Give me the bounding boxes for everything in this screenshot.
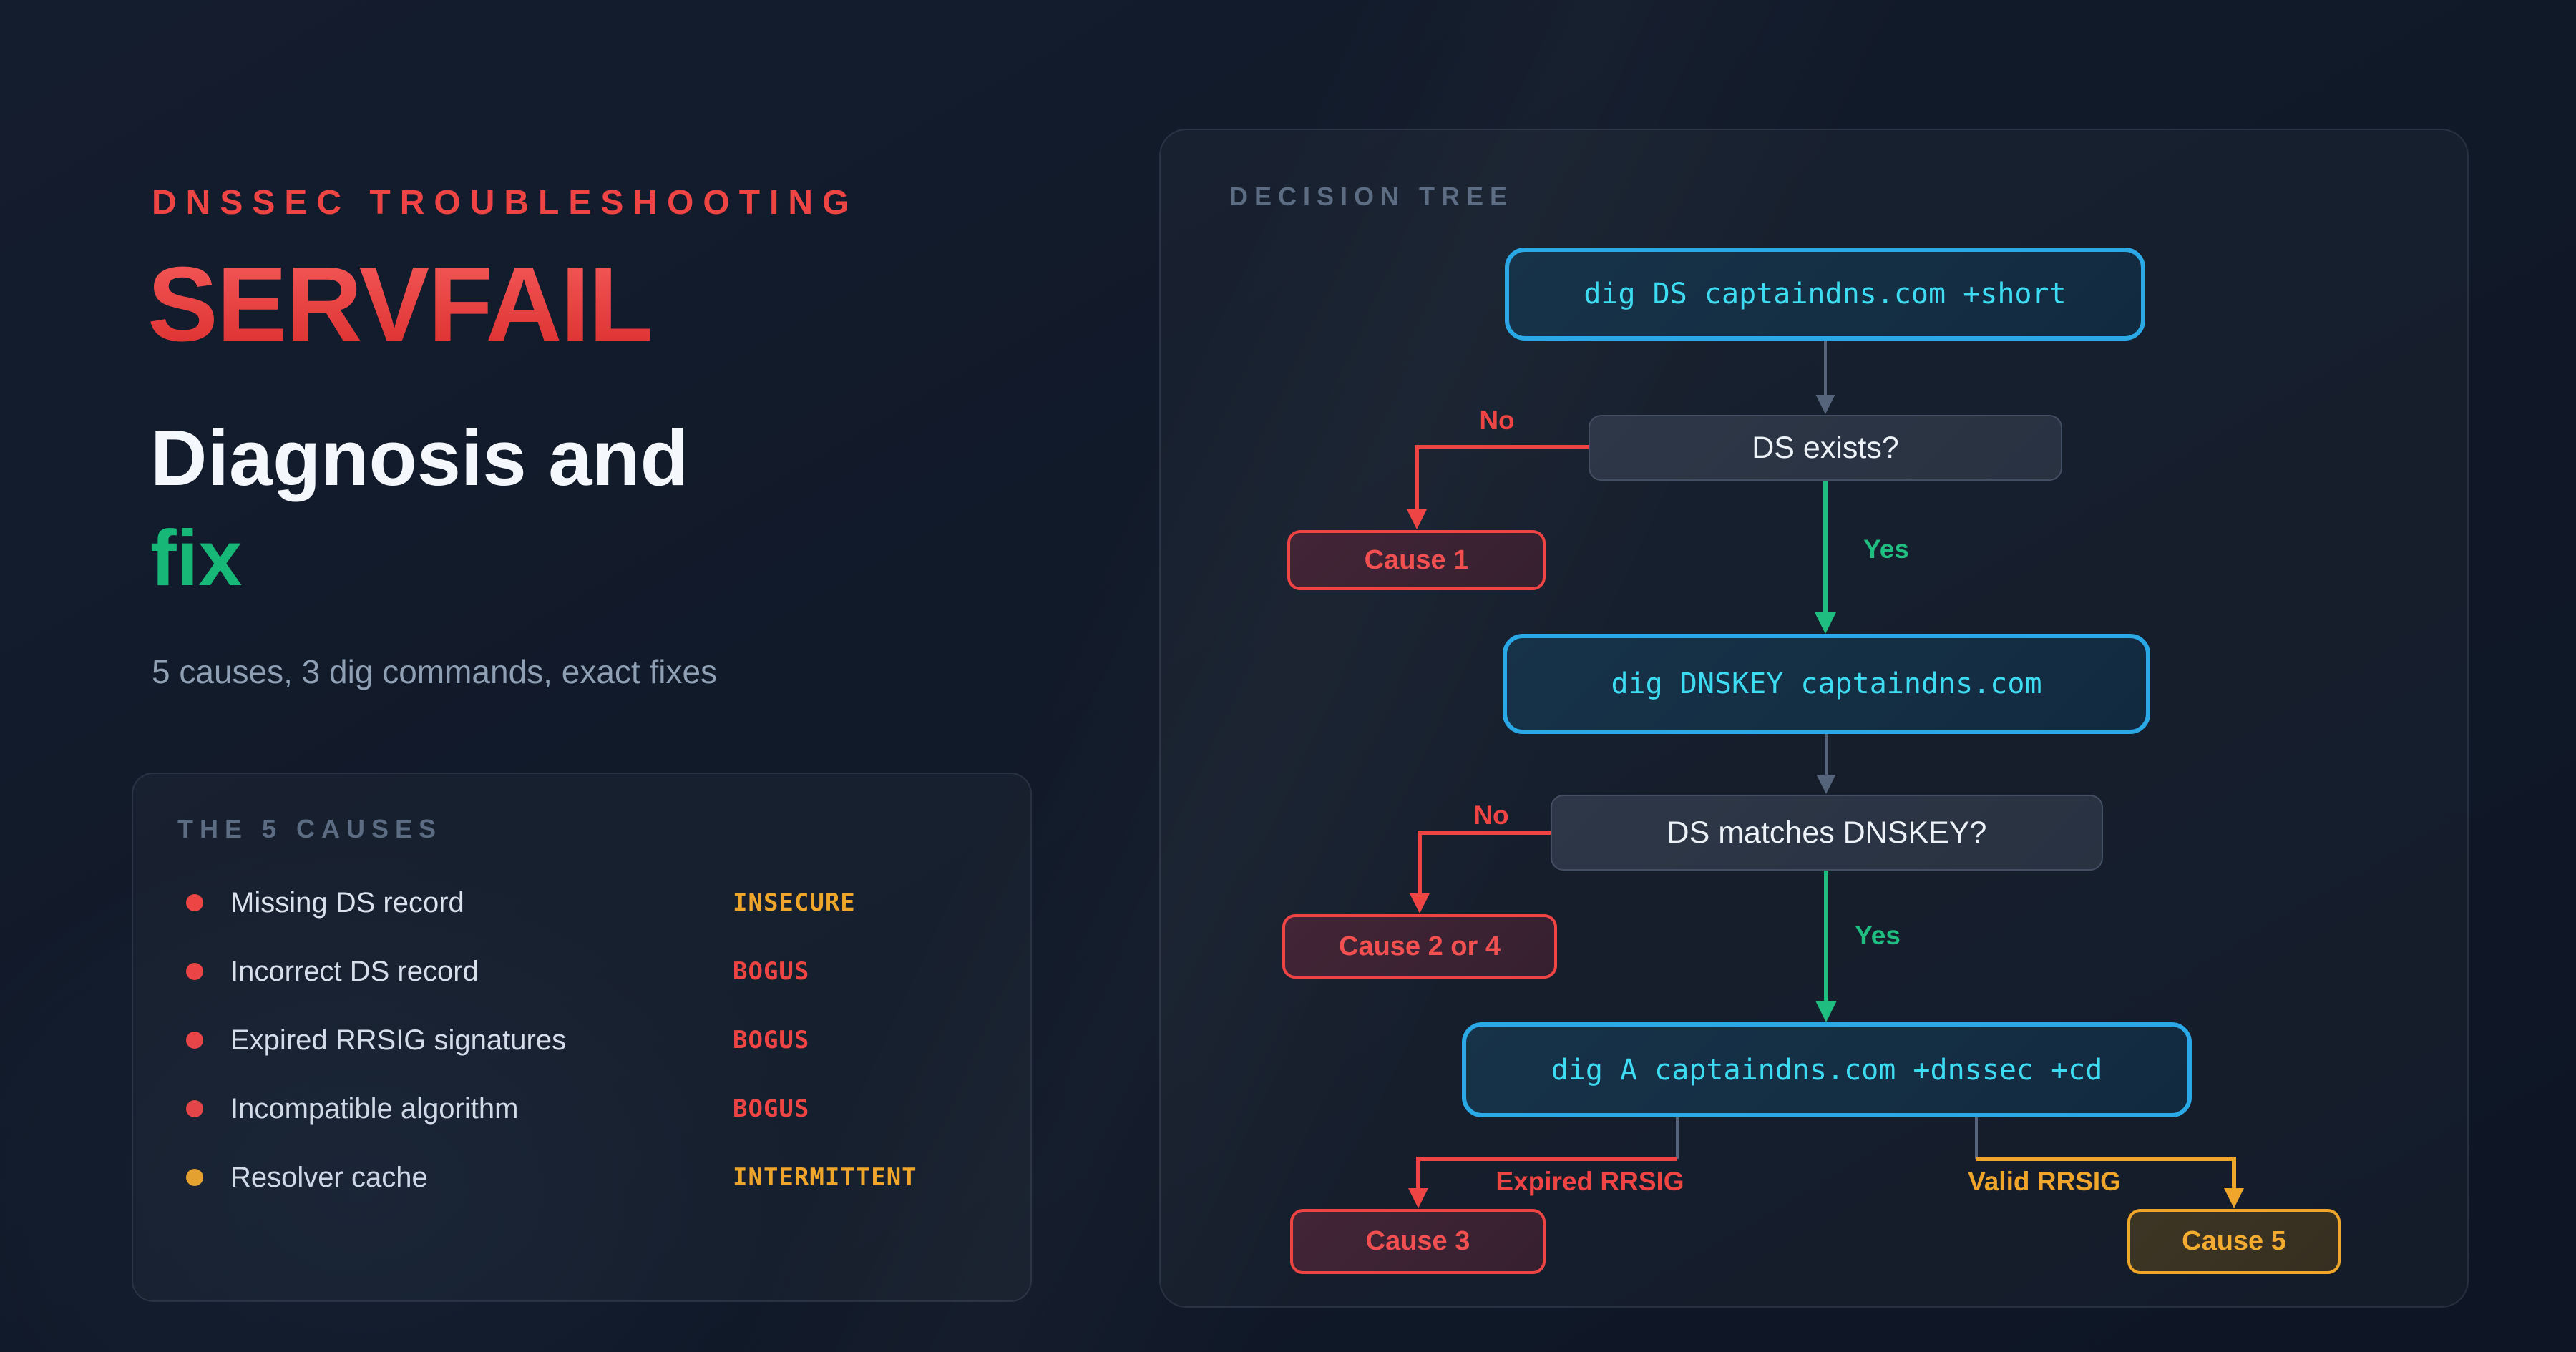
- causes-card-heading: THE 5 CAUSES: [177, 814, 443, 843]
- branch-label-no: No: [1473, 800, 1509, 830]
- command-node-dig-dnskey: dig DNSKEY captaindns.com: [1503, 634, 2150, 734]
- bullet-dot-icon: [186, 1169, 203, 1186]
- subtitle-line-2: fix: [150, 514, 243, 602]
- branch-label-no: No: [1479, 406, 1515, 435]
- cause-label: Incompatible algorithm: [230, 1092, 519, 1125]
- list-item: Expired RRSIG signatures BOGUS: [186, 1017, 990, 1063]
- eyebrow-heading: DNSSEC TROUBLESHOOTING: [152, 184, 859, 222]
- flowchart-connectors: [1407, 341, 2244, 1208]
- branch-label-valid-rrsig: Valid RRSIG: [1968, 1167, 2121, 1196]
- tagline: 5 causes, 3 dig commands, exact fixes: [152, 653, 718, 690]
- bullet-dot-icon: [186, 963, 203, 980]
- question-node-ds-exists: DS exists?: [1589, 415, 2062, 481]
- bullet-dot-icon: [186, 894, 203, 911]
- result-node-cause-5: Cause 5: [2127, 1209, 2341, 1274]
- list-item: Resolver cache INTERMITTENT: [186, 1155, 990, 1200]
- status-badge: INTERMITTENT: [733, 1163, 917, 1192]
- cause-label: Resolver cache: [230, 1161, 428, 1193]
- cause-label: Expired RRSIG signatures: [230, 1024, 567, 1056]
- decision-tree-heading: DECISION TREE: [1229, 182, 1514, 211]
- decision-tree-panel: DECISION TREE dig DS capta: [1159, 129, 2469, 1308]
- status-badge: INSECURE: [733, 888, 856, 917]
- result-node-cause-1: Cause 1: [1287, 530, 1546, 590]
- status-badge: BOGUS: [733, 1026, 810, 1054]
- command-node-dig-a: dig A captaindns.com +dnssec +cd: [1462, 1022, 2192, 1117]
- result-node-cause-3: Cause 3: [1290, 1209, 1546, 1274]
- branch-label-yes: Yes: [1855, 921, 1901, 950]
- status-badge: BOGUS: [733, 957, 810, 986]
- bullet-dot-icon: [186, 1032, 203, 1049]
- list-item: Missing DS record INSECURE: [186, 880, 990, 926]
- bullet-dot-icon: [186, 1100, 203, 1117]
- list-item: Incorrect DS record BOGUS: [186, 949, 990, 994]
- question-node-ds-matches: DS matches DNSKEY?: [1551, 795, 2103, 871]
- command-node-dig-ds: dig DS captaindns.com +short: [1505, 248, 2145, 341]
- result-node-cause-2-or-4: Cause 2 or 4: [1282, 914, 1557, 979]
- branch-label-yes: Yes: [1863, 534, 1909, 564]
- page-title: SERVFAIL: [147, 245, 653, 363]
- branch-label-expired-rrsig: Expired RRSIG: [1496, 1167, 1684, 1196]
- cause-label: Missing DS record: [230, 886, 464, 919]
- status-badge: BOGUS: [733, 1094, 810, 1123]
- cause-label: Incorrect DS record: [230, 955, 479, 987]
- subtitle-line-1: Diagnosis and: [150, 414, 688, 502]
- causes-card: THE 5 CAUSES Missing DS record INSECURE …: [132, 773, 1032, 1302]
- list-item: Incompatible algorithm BOGUS: [186, 1086, 990, 1132]
